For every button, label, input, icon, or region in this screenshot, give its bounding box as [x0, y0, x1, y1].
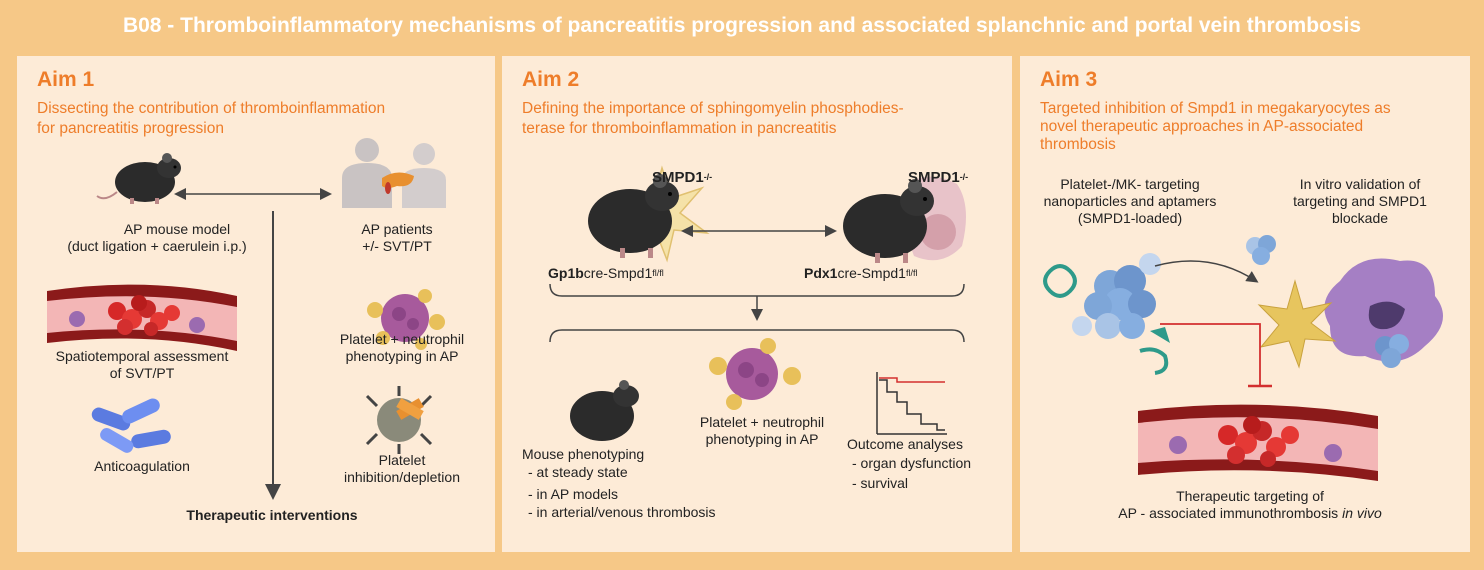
smpd1-label-b: SMPD1-/- — [908, 169, 969, 186]
pdx1-label: Pdx1cre-Smpd1fl/fl — [804, 265, 918, 281]
aim3-subtitle-2: novel therapeutic approaches in AP-assoc… — [1040, 118, 1364, 135]
figure-title: B08 - Thromboinflammatory mechanisms of … — [122, 14, 1362, 37]
therapeutic-interventions-label: Therapeutic interventions — [186, 507, 358, 523]
mouse-phenotyping-label: Mouse phenotyping — [522, 446, 645, 462]
blood-vessel-clot-icon — [1138, 404, 1378, 481]
nano-label-2: nanoparticles and aptamers — [1043, 193, 1217, 209]
capsule-icon — [91, 398, 171, 453]
mouse-icon — [588, 174, 679, 258]
mouse-icon — [843, 179, 934, 263]
aim3-subtitle-3: thrombosis — [1040, 136, 1116, 153]
aim1-subtitle-2: for pancreatitis progression — [37, 120, 224, 137]
outcome-label: Outcome analyses — [847, 436, 963, 452]
mouse-icon — [570, 380, 639, 441]
human-silhouette-icon — [342, 138, 446, 208]
mouse-model-label-1: AP mouse model — [123, 221, 231, 237]
invitro-label-3: blockade — [1331, 210, 1389, 226]
svt-label-1: Spatiotemporal assessment — [55, 348, 229, 364]
mouse-pheno-item: - at steady state — [528, 464, 628, 480]
invitro-label-2: targeting and SMPD1 — [1293, 193, 1427, 209]
aim3-heading: Aim 3 — [1040, 68, 1098, 91]
thera-label-2: AP - associated immunothrombosis in vivo — [1118, 505, 1382, 521]
inhib-label-1: Platelet — [378, 452, 426, 468]
patients-label-1: AP patients — [361, 221, 433, 237]
smpd1-label-a: SMPD1-/- — [652, 169, 713, 186]
nano-label-1: Platelet-/MK- targeting — [1060, 176, 1200, 192]
aim2-panel: Aim 2 Defining the importance of sphingo… — [502, 56, 1012, 552]
outcome-item: - organ dysfunction — [852, 455, 972, 471]
survival-curve-icon — [876, 372, 947, 435]
aim1-platelet-label-2: phenotyping in AP — [345, 348, 459, 364]
aim3-panel: Aim 3 Targeted inhibition of Smpd1 in me… — [1020, 56, 1470, 552]
invitro-label-1: In vitro validation of — [1299, 176, 1421, 192]
platelet-icon — [365, 386, 433, 454]
inhib-label-2: inhibition/depletion — [344, 469, 460, 485]
aim1-platelet-label-1: Platelet + neutrophil — [339, 331, 465, 347]
patients-label-2: +/- SVT/PT — [362, 238, 432, 254]
mouse-pheno-item: - in arterial/venous thrombosis — [528, 504, 716, 520]
aim1-graphics — [47, 138, 446, 500]
megakaryocyte-icon — [1324, 258, 1443, 362]
outcome-item: - survival — [852, 475, 909, 491]
aim1-heading: Aim 1 — [37, 68, 95, 91]
platelet-icon — [1257, 279, 1337, 369]
nanoparticle-icon — [1375, 334, 1409, 368]
mouse-model-label-2: (duct ligation + caerulein i.p.) — [67, 238, 247, 254]
svt-label-2: of SVT/PT — [109, 365, 175, 381]
gp1b-label: Gp1bcre-Smpd1fl/fl — [548, 265, 664, 281]
aim2-graphics — [549, 165, 966, 441]
aim3-subtitle-1: Targeted inhibition of Smpd1 in megakary… — [1040, 100, 1391, 117]
aptamer-icon — [1043, 264, 1170, 375]
blood-vessel-clot-icon — [47, 284, 237, 351]
aim2-subtitle-1: Defining the importance of sphingomyelin… — [522, 100, 904, 117]
mouse-pheno-item: - in AP models — [528, 486, 619, 502]
mouse-icon — [96, 153, 181, 204]
aim3-graphics — [1043, 235, 1443, 481]
aim2-subtitle-2: terase for thromboinflammation in pancre… — [522, 120, 837, 137]
thera-label-1: Therapeutic targeting of — [1176, 488, 1324, 504]
platelet-neutrophil-icon — [367, 289, 445, 350]
nanoparticle-icon — [1072, 253, 1161, 339]
anticoag-label: Anticoagulation — [94, 458, 190, 474]
aim2-platelet-label-2: phenotyping in AP — [705, 431, 819, 447]
aim2-heading: Aim 2 — [522, 68, 580, 91]
aim2-platelet-label-1: Platelet + neutrophil — [699, 414, 825, 430]
nanoparticle-icon — [1246, 235, 1276, 265]
platelet-neutrophil-icon — [709, 338, 801, 410]
aim1-subtitle-1: Dissecting the contribution of thromboin… — [37, 100, 386, 117]
aim1-panel: Aim 1 Dissecting the contribution of thr… — [17, 56, 495, 552]
nano-label-3: (SMPD1-loaded) — [1077, 210, 1183, 226]
